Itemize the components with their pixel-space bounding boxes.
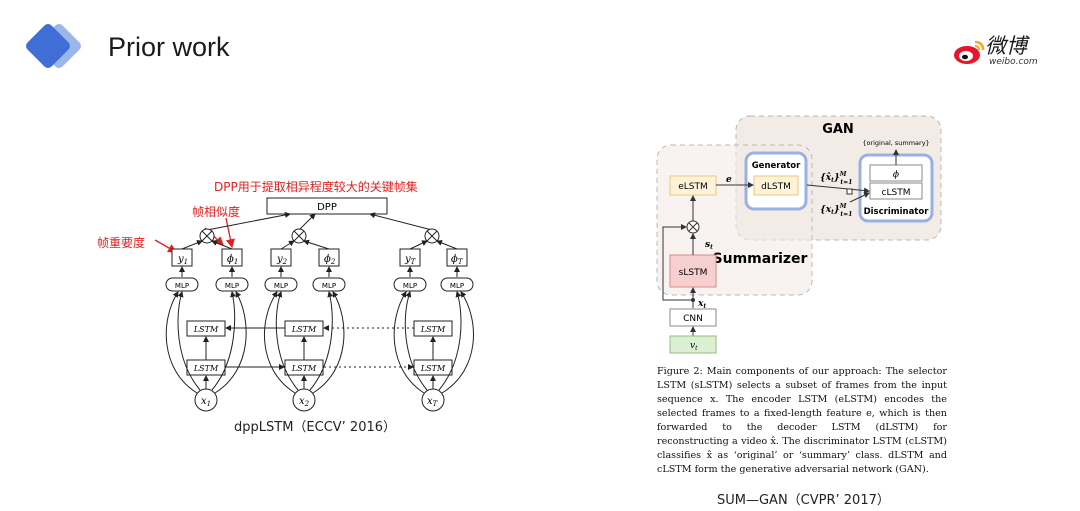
generator-label: Generator <box>752 161 801 171</box>
svg-text:CNN: CNN <box>683 314 703 324</box>
svg-text:LSTM: LSTM <box>420 364 446 373</box>
mlp-box <box>393 277 427 292</box>
svg-text:cLSTM: cLSTM <box>882 188 911 198</box>
sumgan-diagram: GAN Summarizer Generator dLSTM eLSTM e ϕ… <box>656 115 942 354</box>
dpplstm-diagram: DPP y1 ϕ1 MLP MLP LSTM LSTM x1 <box>154 197 474 412</box>
class-output-label: {original, summary} <box>862 139 929 147</box>
gan-label: GAN <box>822 122 854 137</box>
svg-text:LSTM: LSTM <box>291 364 317 373</box>
clstm-box <box>869 182 923 200</box>
mlp-box <box>215 277 249 292</box>
svg-text:MLP: MLP <box>274 282 288 290</box>
left-diagram-caption: dppLSTM（ECCV’ 2016） <box>234 420 397 435</box>
svg-text:y2: y2 <box>276 254 288 266</box>
svg-text:yT: yT <box>404 254 417 266</box>
similarity-annotation: 帧相似度 <box>192 205 241 219</box>
svg-text:x1: x1 <box>201 396 211 408</box>
vt-box <box>669 335 717 354</box>
svg-text:MLP: MLP <box>322 282 336 290</box>
weibo-brand-sub: weibo.com <box>989 57 1038 67</box>
svg-text:LSTM: LSTM <box>193 364 219 373</box>
mlp-box <box>264 277 298 292</box>
dpp-label: DPP <box>317 202 337 213</box>
vt-label: vt <box>690 341 698 352</box>
slide-logo-icon <box>26 24 81 68</box>
dlstm-box <box>753 175 799 196</box>
svg-text:MLP: MLP <box>175 282 189 290</box>
st-label: st <box>705 240 713 251</box>
discriminator-label: Discriminator <box>864 207 930 217</box>
similarity-annotation-arrow <box>225 217 235 249</box>
svg-text:MLP: MLP <box>403 282 417 290</box>
dpp-box <box>266 197 388 215</box>
column-1: y1 ϕ1 MLP MLP LSTM LSTM x1 <box>165 212 291 412</box>
svg-text:LSTM: LSTM <box>420 325 446 334</box>
svg-text:MLP: MLP <box>450 282 464 290</box>
svg-text:ϕ2: ϕ2 <box>324 254 336 266</box>
slide-title: Prior work <box>108 32 230 62</box>
importance-annotation: 帧重要度 <box>97 236 146 250</box>
svg-text:LSTM: LSTM <box>193 325 219 334</box>
column-2: y2 ϕ2 MLP MLP LSTM LSTM x2 <box>263 213 346 412</box>
weibo-logo-icon <box>954 40 985 64</box>
dpp-annotation: DPP用于提取相异程度较大的关键帧集 <box>214 180 418 194</box>
y1-label: y1 <box>177 254 188 266</box>
right-diagram-caption: SUM—GAN（CVPR’ 2017） <box>717 493 890 508</box>
mlp-box <box>312 277 346 292</box>
xt-label: xt <box>697 299 706 310</box>
svg-text:x2: x2 <box>299 396 310 408</box>
mlp-box <box>440 277 474 292</box>
feature-e-label: e <box>726 175 732 185</box>
column-T: yT ϕT MLP MLP LSTM LSTM xT <box>369 212 474 412</box>
phi1-label: ϕ1 <box>227 254 238 266</box>
svg-text:LSTM: LSTM <box>291 325 317 334</box>
weibo-brand-name: 微博 <box>985 34 1027 58</box>
mlp-box <box>165 277 199 292</box>
svg-text:MLP: MLP <box>225 282 239 290</box>
svg-text:eLSTM: eLSTM <box>678 182 708 192</box>
svg-text:sLSTM: sLSTM <box>679 268 708 278</box>
svg-text:dLSTM: dLSTM <box>761 182 791 192</box>
svg-text:ϕ: ϕ <box>893 170 899 180</box>
svg-text:ϕT: ϕT <box>451 254 464 266</box>
svg-text:xT: xT <box>427 396 439 408</box>
summarizer-label: Summarizer <box>713 251 808 267</box>
switch-icon <box>846 188 853 195</box>
figure-caption: Figure 2: Main components of our approac… <box>657 366 947 475</box>
